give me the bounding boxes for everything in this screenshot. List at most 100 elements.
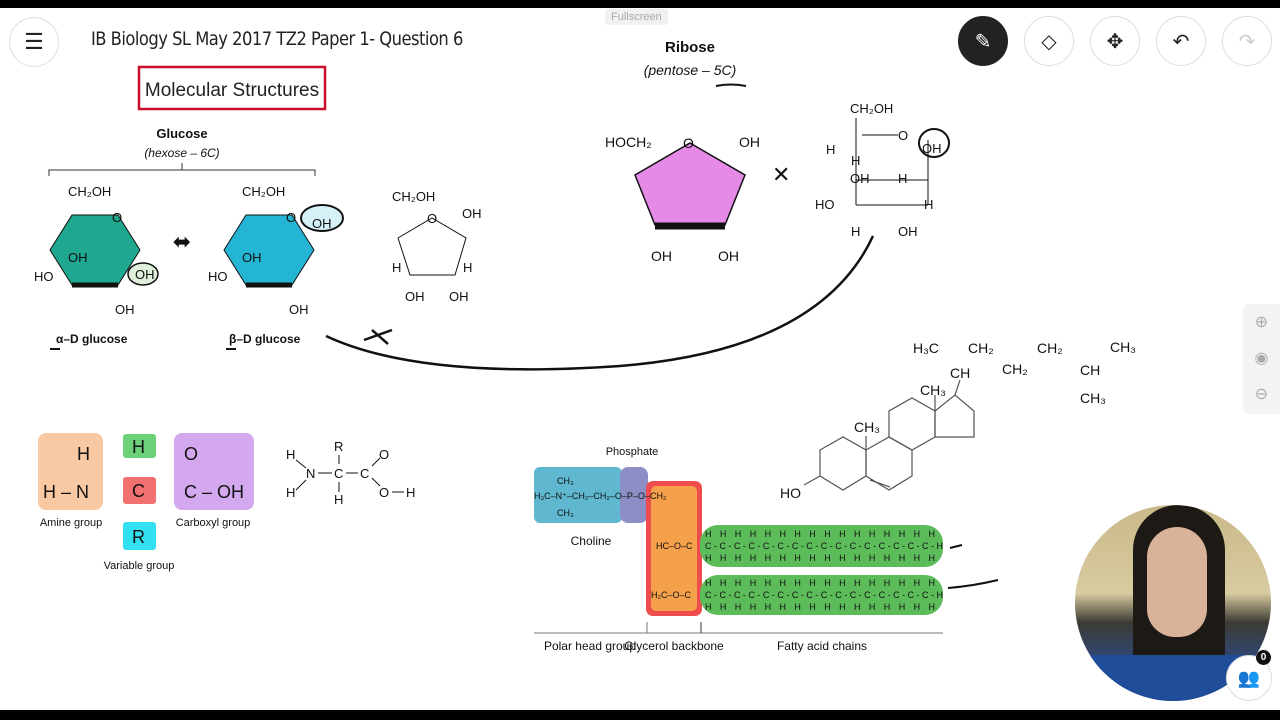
glucose-title: Glucose: [156, 126, 207, 141]
glucose-section: Glucose (hexose – 6C) CH₂OH O OH HO OH O…: [34, 126, 482, 350]
choline-label: Choline: [571, 534, 612, 548]
chain1-h-bottom: H H H H H H H H H H H H H H H H: [705, 553, 935, 563]
alpha-ch2oh: CH₂OH: [68, 184, 111, 199]
phosphate-block: [620, 467, 648, 523]
choline-ch3-top: CH₃: [557, 476, 574, 486]
cholesterol-ch-2: CH: [1080, 362, 1100, 378]
zoom-reset-icon[interactable]: ◉: [1254, 350, 1269, 367]
heading-box: [137, 65, 327, 111]
top-letterbox: [0, 0, 1280, 8]
glucose-subtitle: (hexose – 6C): [144, 146, 219, 160]
pyranose-h5: H: [851, 224, 860, 239]
glycerol-label: Glycerol backbone: [624, 639, 724, 653]
r-group: R: [132, 527, 145, 547]
furanose-o: O: [427, 211, 437, 226]
pen-tool-button[interactable]: ✎: [958, 16, 1008, 66]
fatty-chain-1: [700, 525, 943, 567]
pyranose-h: H: [826, 142, 835, 157]
alpha-oh-bottom: OH: [115, 302, 135, 317]
ribose-title: Ribose: [665, 39, 715, 56]
choline-formula: H₃C–N⁺–CH₂–CH₂–O–P–O–CH₂: [534, 491, 667, 501]
furanose-ch2oh: CH₂OH: [392, 189, 435, 204]
skeletal-n: N: [306, 466, 315, 481]
cross-mark-icon: ✕: [772, 162, 790, 187]
amine-group-label: Amine group: [40, 517, 102, 529]
ribose-ring: [634, 142, 746, 226]
amino-acid-section: H H – N H C R O C – OH Amine group Varia…: [38, 433, 415, 572]
cholesterol-ch: CH: [950, 365, 970, 381]
beta-o: O: [286, 210, 296, 225]
skeletal-h1: H: [286, 447, 295, 462]
choline-block: [534, 467, 622, 523]
beta-oh-bottom: OH: [289, 302, 309, 317]
furanose-h2: H: [463, 260, 472, 275]
zoom-panel: ⊕ ◉ ⊖: [1243, 304, 1280, 414]
glycerol-h2c: H₂C–O–C: [651, 590, 692, 600]
cholesterol-ch3-a: CH₃: [854, 419, 880, 435]
hamburger-icon: ☰: [24, 29, 44, 54]
users-icon: 👥: [1237, 667, 1261, 688]
beta-oh: OH: [242, 250, 262, 265]
skeletal-c2: C: [360, 466, 369, 481]
chain2-h-top: H H H H H H H H H H H H H H H H: [705, 578, 935, 588]
cholesterol-ch3-d: CH₃: [1080, 390, 1106, 406]
pen-icon: ✎: [974, 30, 992, 53]
furanose-oh-top: OH: [462, 206, 482, 221]
alpha-h: H: [132, 437, 145, 457]
skeletal-c1: C: [334, 466, 343, 481]
pyranose-h3: H: [898, 171, 907, 186]
skeletal-o1: O: [379, 447, 389, 462]
fullscreen-button[interactable]: Fullscreen: [605, 9, 668, 25]
redo-button[interactable]: ↷: [1222, 16, 1272, 66]
eraser-icon: ◇: [1041, 30, 1057, 53]
eraser-tool-button[interactable]: ◇: [1024, 16, 1074, 66]
ribose-oh-right: OH: [718, 248, 739, 264]
alpha-oh: OH: [68, 250, 88, 265]
variable-group-label: Variable group: [104, 560, 175, 572]
pyranose-oh3: OH: [898, 224, 918, 239]
carboxyl-o: O: [184, 444, 198, 464]
cholesterol-section: HO CH₃ CH₃ CH H₃C CH₂ CH₂ CH₂ CH CH₃ CH₃: [780, 339, 1136, 501]
menu-button[interactable]: ☰: [9, 17, 59, 67]
beta-ho: HO: [208, 269, 228, 284]
skeletal-r: R: [334, 439, 343, 454]
ribose-o: O: [683, 135, 694, 151]
beta-ch2oh: CH₂OH: [242, 184, 285, 199]
amine-hn: H – N: [43, 482, 89, 502]
undo-button[interactable]: ↶: [1156, 16, 1206, 66]
polar-head-label: Polar head group: [544, 639, 636, 653]
cholesterol-ch3-c: CH₃: [1110, 339, 1136, 355]
ribose-oh-left: OH: [651, 248, 672, 264]
equilibrium-arrow-icon: ⬌: [173, 229, 191, 254]
move-tool-button[interactable]: ✥: [1090, 16, 1140, 66]
pyranose-oh: OH: [922, 141, 942, 156]
fatty-acid-label: Fatty acid chains: [777, 639, 867, 653]
cholesterol-ch2-c: CH₂: [1037, 340, 1063, 356]
pyranose-ch2oh: CH₂OH: [850, 101, 893, 116]
choline-ch3-bottom: CH₃: [557, 508, 574, 518]
participants-count-badge: 0: [1256, 650, 1271, 665]
move-icon: ✥: [1106, 30, 1124, 53]
zoom-out-icon[interactable]: ⊖: [1254, 386, 1269, 403]
pyranose-o: O: [898, 128, 908, 143]
chain1-h-top: H H H H H H H H H H H H H H H H: [705, 529, 935, 539]
cholesterol-h3c: H₃C: [913, 340, 939, 356]
chain2-c: C-C-C-C-C-C-C-C-C-C-C-C-C-C-C-C-H: [705, 590, 943, 600]
ribose-section: Ribose (pentose – 5C) HOCH₂ O OH OH OH ✕…: [605, 39, 950, 264]
phospholipid-section: Phosphate CH₃ H₃C–N⁺–CH₂–CH₂–O–P–O–CH₂ C…: [534, 446, 999, 653]
chain2-h-bottom: H H H H H H H H H H H H H H H H: [705, 602, 935, 612]
ribose-oh-top: OH: [739, 134, 760, 150]
pyranose-oh2: OH: [850, 171, 870, 186]
alpha-o: O: [112, 210, 122, 225]
alpha-glucose-ring: [49, 214, 141, 286]
alpha-carbon: C: [132, 481, 145, 501]
redo-icon: ↷: [1238, 30, 1256, 53]
skeletal-h2: H: [286, 485, 295, 500]
phosphate-label: Phosphate: [606, 446, 659, 458]
carboxyl-group-label: Carboxyl group: [176, 517, 251, 529]
alpha-ho: HO: [34, 269, 54, 284]
zoom-in-icon[interactable]: ⊕: [1254, 314, 1269, 331]
pyranose-ho: HO: [815, 197, 835, 212]
heading-text: Molecular Structures: [145, 80, 319, 101]
